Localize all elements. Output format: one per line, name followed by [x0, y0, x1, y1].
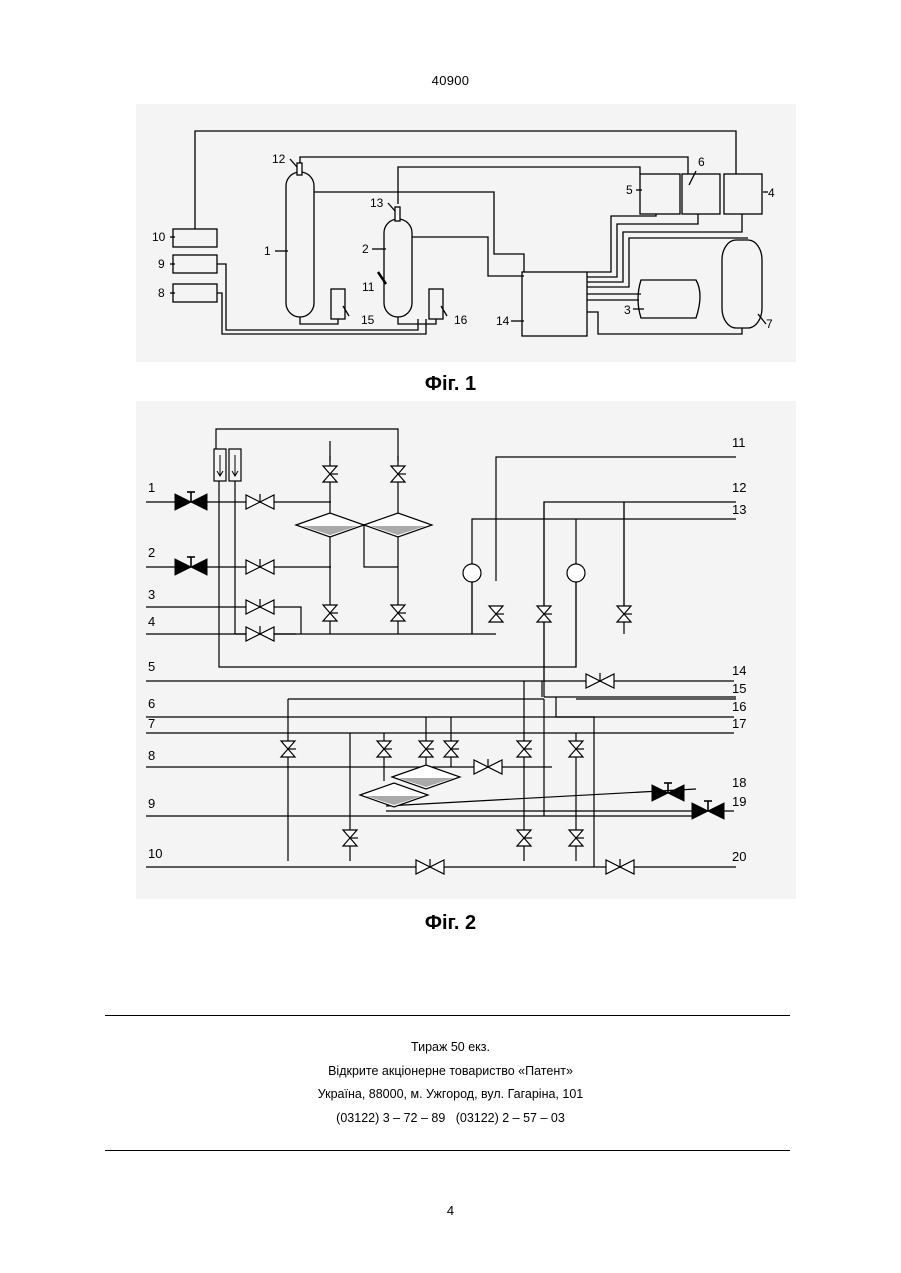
- box-9: [173, 255, 217, 273]
- fig1-label-16: 16: [454, 313, 468, 327]
- vessel-2: [384, 219, 412, 317]
- box-10: [173, 229, 217, 247]
- figure-1-diagram: 1 2 3 4 5 6 7 8 9 10 11 12 13 14 15 16: [136, 104, 796, 362]
- fig2-left-label-6: 6: [148, 696, 155, 711]
- imprint-address: Україна, 88000, м. Ужгород, вул. Гагарін…: [0, 1087, 901, 1101]
- fig1-label-6: 6: [698, 155, 705, 169]
- fig1-label-7: 7: [766, 317, 773, 331]
- bottom-divider: [105, 1150, 790, 1151]
- fig1-label-11: 11: [362, 280, 375, 294]
- fig2-left-label-2: 2: [148, 545, 155, 560]
- box-4: [724, 174, 762, 214]
- valve-icon: [377, 741, 392, 757]
- fig2-right-label-18: 18: [732, 775, 746, 790]
- valve-icon: [323, 605, 338, 621]
- fig2-left-label-4: 4: [148, 614, 155, 629]
- figure-2-caption: Фіг. 2: [0, 912, 901, 935]
- fig2-left-label-5: 5: [148, 659, 155, 674]
- black-valve-icon: [652, 783, 684, 801]
- pipe-12-6: [300, 157, 688, 174]
- figure-1-svg: 1 2 3 4 5 6 7 8 9 10 11 12 13 14 15 16: [136, 104, 796, 362]
- fig1-label-2: 2: [362, 242, 369, 256]
- valve-icon: [517, 830, 532, 846]
- fig1-label-13: 13: [370, 196, 384, 210]
- fig2-left-label-1: 1: [148, 480, 155, 495]
- fig1-label-8: 8: [158, 286, 165, 300]
- fig2-left-label-8: 8: [148, 748, 155, 763]
- tank-3: [638, 280, 700, 318]
- tank-7: [722, 240, 762, 328]
- valve-icon: [416, 859, 444, 874]
- valve-icon: [281, 741, 296, 757]
- valve-icon: [246, 626, 274, 641]
- valve-icon: [419, 741, 434, 757]
- fig2-left-label-7: 7: [148, 716, 155, 731]
- fig2-right-label-11: 11: [732, 435, 746, 450]
- fig2-right-label-17: 17: [732, 716, 746, 731]
- black-valve-icon: [692, 801, 724, 819]
- fig1-label-15: 15: [361, 313, 375, 327]
- valve-icon: [569, 741, 584, 757]
- valve-icon: [246, 559, 274, 574]
- top-divider: [105, 1015, 790, 1016]
- box-6: [682, 174, 720, 214]
- fig2-right-label-19: 19: [732, 794, 746, 809]
- pipe-13-5: [398, 167, 640, 204]
- fig1-label-1: 1: [264, 244, 271, 258]
- fig2-left-label-3: 3: [148, 587, 155, 602]
- valve-icon: [444, 741, 459, 757]
- imprint-circulation: Тираж 50 екз.: [0, 1040, 901, 1054]
- imprint-phones: (03122) 3 – 72 – 89 (03122) 2 – 57 – 03: [0, 1111, 901, 1125]
- filter-icon: [296, 513, 364, 537]
- box-15: [331, 289, 345, 319]
- box-16: [429, 289, 443, 319]
- valve-icon: [517, 741, 532, 757]
- fig1-label-12: 12: [272, 152, 286, 166]
- valve-icon: [617, 606, 632, 622]
- valve-icon: [391, 466, 406, 482]
- valve-icon: [323, 466, 338, 482]
- valve-icon: [246, 494, 274, 509]
- box-8: [173, 284, 217, 302]
- fig2-right-label-20: 20: [732, 849, 746, 864]
- figure-1-caption: Фіг. 1: [0, 373, 901, 396]
- fig2-right-label-14: 14: [732, 663, 746, 678]
- fig1-label-10: 10: [152, 230, 166, 244]
- fig2-right-label-16: 16: [732, 699, 746, 714]
- fig2-right-label-15: 15: [732, 681, 746, 696]
- filter-icon: [364, 513, 432, 537]
- box-5: [640, 174, 680, 214]
- valve-icon: [537, 606, 552, 622]
- valve-icon: [606, 859, 634, 874]
- pipe-1-14: [314, 192, 524, 272]
- vessel-1: [286, 172, 314, 317]
- black-valve-icon: [175, 557, 207, 575]
- page-number-top: 40900: [0, 73, 901, 88]
- figure-2-svg: 1 2 3 4 5 6 7 8 9 10 11 12 13 14 15 16 1…: [136, 401, 796, 899]
- fig1-label-5: 5: [626, 183, 633, 197]
- fig1-label-9: 9: [158, 257, 165, 271]
- fig1-label-14: 14: [496, 314, 510, 328]
- fig2-right-label-12: 12: [732, 480, 746, 495]
- valve-icon: [391, 605, 406, 621]
- figure-2-diagram: 1 2 3 4 5 6 7 8 9 10 11 12 13 14 15 16 1…: [136, 401, 796, 899]
- valve-icon: [246, 599, 274, 614]
- page-number-bottom: 4: [0, 1203, 901, 1218]
- black-valve-icon: [175, 492, 207, 510]
- fig2-left-label-10: 10: [148, 846, 162, 861]
- valve-icon: [489, 606, 504, 622]
- pipe-2-14: [412, 237, 524, 276]
- valve-icon: [474, 759, 502, 774]
- fig1-label-3: 3: [624, 303, 631, 317]
- valve-icon: [586, 673, 614, 688]
- fig2-left-label-9: 9: [148, 796, 155, 811]
- fig1-label-4: 4: [768, 186, 775, 200]
- imprint-publisher: Відкрите акціонерне товариство «Патент»: [0, 1064, 901, 1078]
- fig2-right-label-13: 13: [732, 502, 746, 517]
- valve-icon: [569, 830, 584, 846]
- valve-icon: [343, 830, 358, 846]
- box-14: [522, 272, 587, 336]
